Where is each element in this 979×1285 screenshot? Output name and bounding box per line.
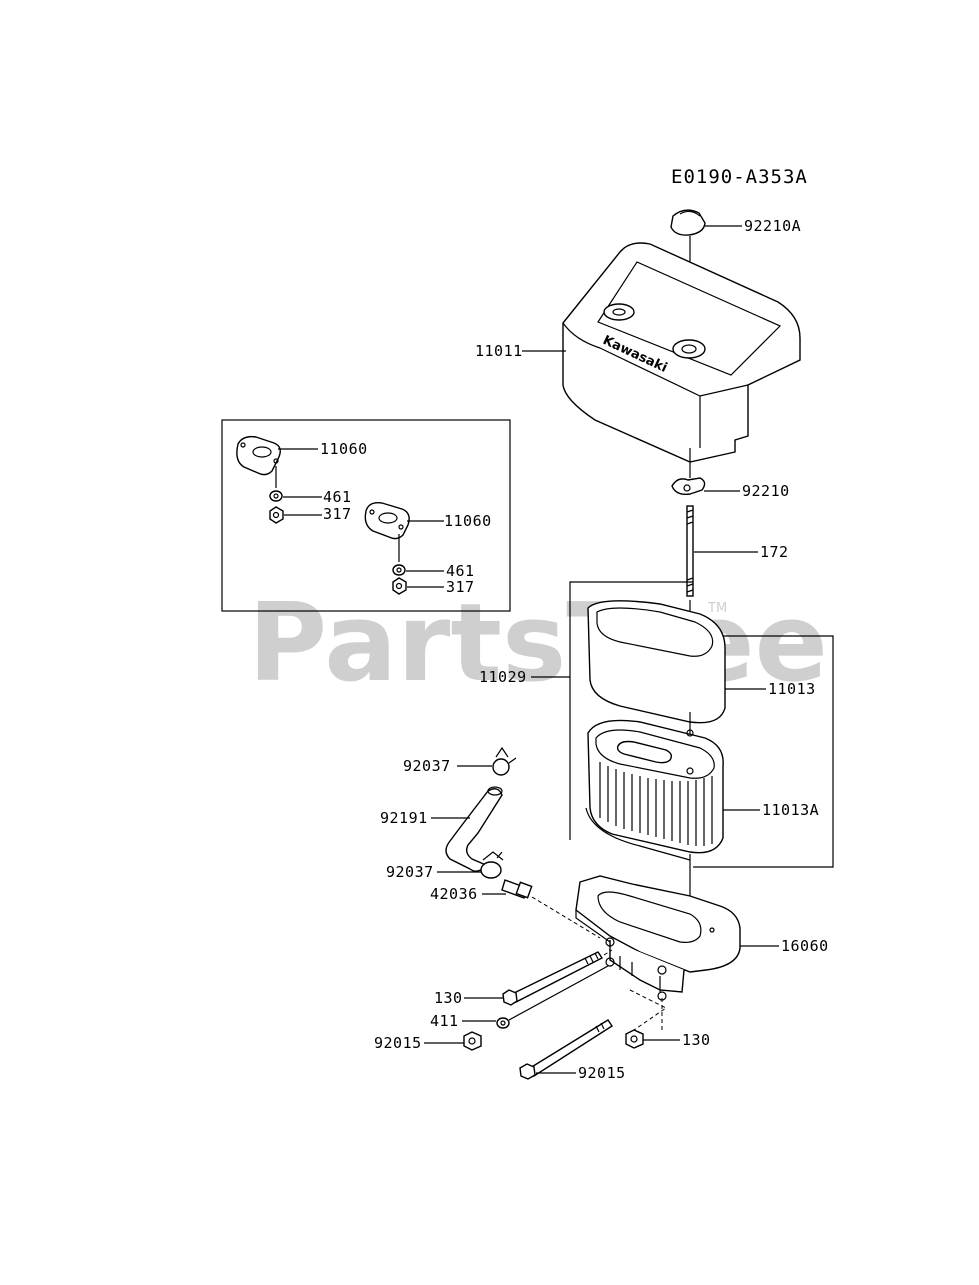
fitting-42036-icon <box>501 879 533 899</box>
label-11011: 11011 <box>475 342 523 360</box>
nut-317-a-icon <box>269 506 284 524</box>
nut-92015-left-icon <box>463 1031 482 1051</box>
stud-172-icon <box>686 505 694 597</box>
label-16060: 16060 <box>781 937 829 955</box>
nut-92015-right-icon <box>625 1029 644 1049</box>
label-92015-left: 92015 <box>374 1034 422 1052</box>
label-317-a: 317 <box>323 505 352 523</box>
label-11013A: 11013A <box>762 801 819 819</box>
bolt-130-bot-icon <box>519 1019 613 1080</box>
label-130-top: 130 <box>434 989 463 1007</box>
filter-11013a-icon <box>585 719 724 861</box>
label-92191: 92191 <box>380 809 428 827</box>
label-42036: 42036 <box>430 885 478 903</box>
baseplate-16060-icon <box>575 875 741 1001</box>
washer-461-b-icon <box>392 564 406 576</box>
label-92210: 92210 <box>742 482 790 500</box>
bolt-130-top-icon <box>502 951 604 1006</box>
cover-11011-icon: Kawasaki <box>562 242 801 463</box>
reference-code: E0190-A353A <box>671 166 808 188</box>
clamp-92037-top-icon <box>492 746 517 776</box>
washer-461-a-icon <box>269 490 283 502</box>
knob-92210a-icon <box>670 209 706 236</box>
label-130-bot: 92015 <box>578 1064 626 1082</box>
label-172: 172 <box>760 543 789 561</box>
inset-box: 11060 461 317 11060 461 317 <box>221 419 511 612</box>
assembly-bracket <box>569 581 834 868</box>
gasket-a-icon <box>236 435 281 476</box>
label-92015-right: 130 <box>682 1031 711 1049</box>
label-92037-top: 92037 <box>403 757 451 775</box>
gasket-b-icon <box>364 501 410 540</box>
label-11060-a: 11060 <box>320 440 368 458</box>
label-317-b: 317 <box>446 578 475 596</box>
wingnut-92210-icon <box>671 477 706 496</box>
label-11029: 11029 <box>479 668 527 686</box>
label-461-a: 461 <box>323 488 352 506</box>
watermark-tm: TM <box>707 601 727 616</box>
clamp-92037-bot-icon <box>480 851 504 879</box>
watermark: PartsTree <box>248 581 828 706</box>
label-461-b: 461 <box>446 562 475 580</box>
hose-92191-icon <box>445 786 503 872</box>
washer-411-icon <box>496 1017 510 1029</box>
label-92037-bot: 92037 <box>386 863 434 881</box>
label-11060-b: 11060 <box>444 512 492 530</box>
label-92210A: 92210A <box>744 217 801 235</box>
nut-317-b-icon <box>392 577 407 595</box>
label-11013: 11013 <box>768 680 816 698</box>
label-411: 411 <box>430 1012 459 1030</box>
precleaner-11013-icon <box>587 600 726 724</box>
